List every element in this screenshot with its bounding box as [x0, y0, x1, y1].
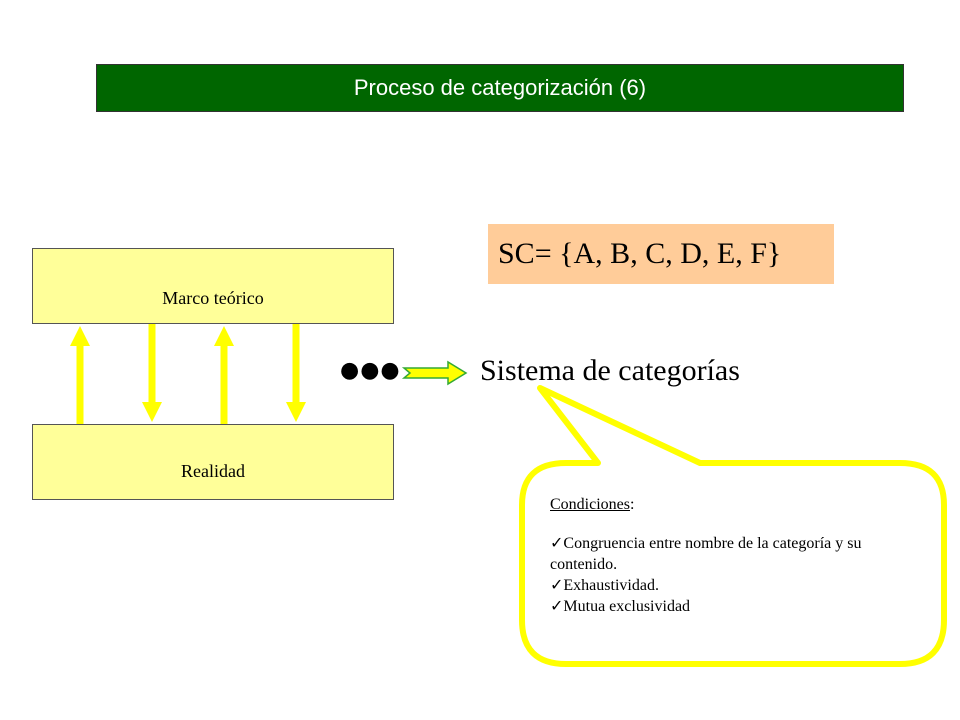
- arrow-right: [401, 360, 468, 386]
- list-item: ✓Exhaustividad.: [550, 575, 930, 596]
- callout-heading-colon: :: [630, 496, 635, 513]
- callout-bubble: [519, 385, 947, 667]
- slide-title-text: Proceso de categorización (6): [353, 75, 647, 100]
- realidad-box: Realidad: [32, 424, 394, 500]
- list-item-text: Exhaustividad.: [563, 577, 659, 594]
- arrow-down-2: [286, 324, 306, 422]
- list-item-text: Mutua exclusividad: [563, 598, 691, 615]
- check-icon: ✓: [550, 535, 564, 552]
- list-item: ✓Congruencia entre nombre de la categorí…: [550, 533, 930, 575]
- arrow-down-1: [142, 324, 162, 422]
- callout-heading: Condiciones:: [550, 494, 930, 515]
- marco-teorico-label: Marco teórico: [162, 288, 264, 308]
- arrow-up-1: [70, 326, 90, 424]
- sc-formula-box: SC= {A, B, C, D, E, F}: [488, 224, 834, 284]
- arrow-up-2: [214, 326, 234, 424]
- check-icon: ✓: [550, 598, 564, 615]
- list-item: ✓Mutua exclusividad: [550, 596, 930, 617]
- list-item-text: Congruencia entre nombre de la categoría…: [550, 535, 862, 573]
- marco-teorico-box: Marco teórico: [32, 248, 394, 324]
- sistema-de-categorias-label: Sistema de categorías: [480, 354, 740, 387]
- sc-formula-text: SC= {A, B, C, D, E, F}: [498, 237, 782, 270]
- ellipsis-dots: ●●●: [340, 358, 401, 383]
- callout-heading-text: Condiciones: [550, 496, 630, 513]
- callout-content: Condiciones: ✓Congruencia entre nombre d…: [550, 494, 930, 617]
- slide-title: Proceso de categorización (6): [96, 64, 904, 112]
- check-icon: ✓: [550, 577, 564, 594]
- realidad-label: Realidad: [181, 460, 245, 481]
